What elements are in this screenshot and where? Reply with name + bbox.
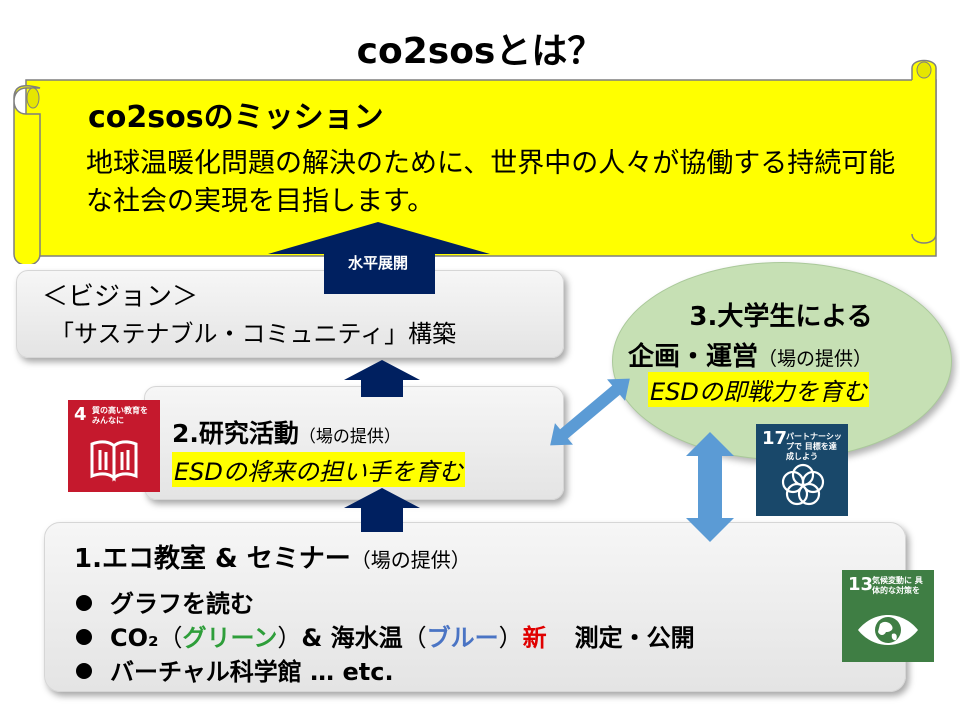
sdg13-icon: 13 気候変動に 具体的な対策を	[842, 570, 934, 662]
paren-open: （	[402, 624, 427, 652]
double-arrow-research-university	[550, 378, 630, 446]
research-note: （場の提供）	[298, 427, 401, 447]
vision-text: 「サステナブル・コミュニティ」構築	[50, 320, 457, 348]
vision-box	[16, 270, 564, 358]
eco-title-label: 1.エコ教室 & セミナー	[74, 544, 351, 574]
bullet-item-measure: CO₂（グリーン）& 海水温（ブルー）新測定・公開	[76, 618, 695, 653]
bullet-text: バーチャル科学館 … etc.	[110, 658, 394, 686]
vision-title: ＜ビジョン＞	[42, 282, 199, 312]
sdg17-icon: 17 パートナーシップで 目標を達成しよう	[756, 424, 848, 516]
university-goal: ESDの即戦力を育む	[648, 372, 869, 407]
up-arrow-eco-research	[344, 488, 420, 532]
mission-scroll	[13, 59, 937, 264]
paren-close: ）	[498, 624, 523, 652]
up-arrow-research-vision	[344, 360, 420, 397]
sdg4-icon: 4 質の高い教育を みんなに	[68, 400, 160, 492]
bullet-text: グラフを読む	[110, 590, 254, 618]
blue-text: ブルー	[426, 624, 499, 652]
research-goal: ESDの将来の担い手を育む	[172, 452, 465, 487]
bullet-item-graph: グラフを読む	[76, 584, 254, 619]
sdg17-label: パートナーシップで 目標を達成しよう	[786, 432, 842, 461]
research-title: 2.研究活動（場の提供）	[172, 414, 401, 450]
eco-box	[44, 522, 906, 692]
bullet-dot	[76, 629, 92, 645]
new-badge: 新	[522, 624, 547, 652]
university-subtitle-label: 企画・運営	[628, 342, 759, 372]
university-note: （場の提供）	[758, 348, 873, 370]
green-text: グリーン	[182, 624, 278, 652]
climate-eye-icon	[858, 615, 918, 645]
sdg13-label: 気候変動に 具体的な対策を	[872, 576, 923, 595]
mission-heading: co2sosのミッション	[88, 100, 384, 135]
measure-text: 測定・公開	[574, 624, 695, 652]
expand-arrow	[268, 222, 490, 294]
sdg4-label: 質の高い教育を みんなに	[92, 406, 148, 425]
paren-open: （	[158, 624, 183, 652]
eco-title: 1.エコ教室 & セミナー（場の提供）	[74, 538, 471, 575]
sdg13-number: 13	[848, 574, 874, 595]
paren-close: ）	[277, 624, 302, 652]
co2-text: CO₂	[110, 624, 159, 652]
bullet-dot	[76, 663, 92, 679]
book-icon	[90, 440, 138, 482]
double-arrow-university-eco	[686, 432, 734, 542]
bullet-dot	[76, 595, 92, 611]
expand-label: 水平展開	[347, 254, 408, 272]
partnership-flower-icon	[781, 463, 825, 506]
mission-text: 地球温暖化問題の解決のために、世界中の人々が協働する持続可能な社会の実現を目指し…	[86, 148, 896, 217]
sea-temp-text: & 海水温	[301, 624, 403, 652]
sdg4-number: 4	[74, 404, 87, 425]
bullet-item-virtual: バーチャル科学館 … etc.	[76, 652, 394, 687]
research-title-label: 2.研究活動	[172, 419, 299, 448]
university-title: 3.大学生による	[689, 302, 873, 332]
page-title: co2sosとは？	[356, 31, 604, 72]
university-subtitle: 企画・運営（場の提供）	[628, 336, 872, 373]
sdg17-number: 17	[762, 428, 788, 449]
eco-note: （場の提供）	[350, 548, 471, 572]
